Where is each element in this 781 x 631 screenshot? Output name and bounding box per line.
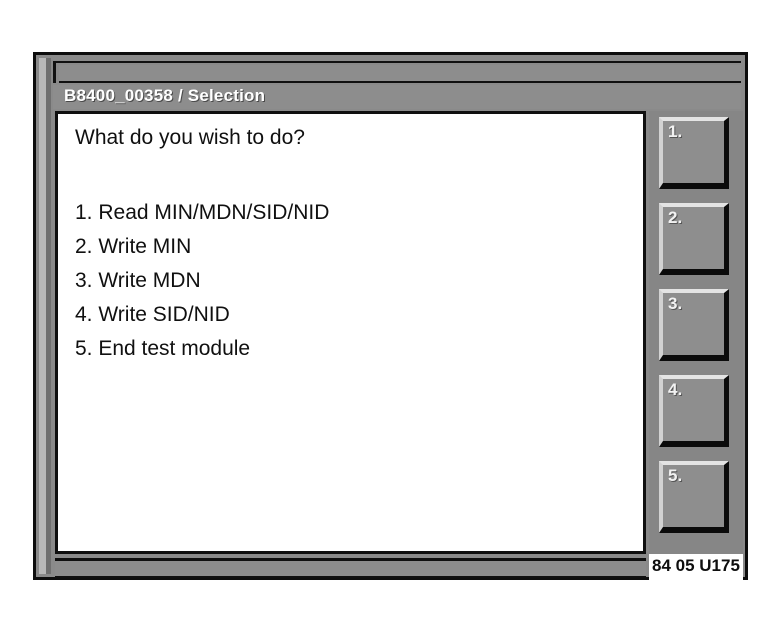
softkey-label-4: 4. (668, 380, 683, 399)
softkey-button-1[interactable]: 1. (659, 117, 729, 189)
status-code-text: 84 05 U175 (652, 556, 740, 575)
status-code-box: 84 05 U175 (649, 554, 743, 580)
softkey-label-1: 1. (668, 122, 683, 141)
frame-top-strip (53, 61, 741, 83)
menu-item-read-min-mdn-sid-nid[interactable]: 1. Read MIN/MDN/SID/NID (75, 201, 330, 224)
prompt-text: What do you wish to do? (75, 126, 305, 149)
diagnostic-device-frame: B8400_00358 / Selection What do you wish… (33, 52, 748, 580)
frame-top-strip-fill (59, 65, 741, 83)
selection-menu-list: 1. Read MIN/MDN/SID/NID 2. Write MIN 3. … (75, 196, 637, 366)
softkey-button-5[interactable]: 5. (659, 461, 729, 533)
bottom-status-strip (55, 558, 646, 578)
menu-item-write-min[interactable]: 2. Write MIN (75, 235, 192, 258)
page-title: B8400_00358 / Selection (64, 86, 266, 105)
softkey-label-5: 5. (668, 466, 683, 485)
menu-item-write-sid-nid[interactable]: 4. Write SID/NID (75, 303, 230, 326)
softkey-panel: 1. 2. 3. 4. 5. (649, 111, 743, 554)
content-panel: What do you wish to do? 1. Read MIN/MDN/… (55, 111, 646, 554)
softkey-label-2: 2. (668, 208, 683, 227)
softkey-button-3[interactable]: 3. (659, 289, 729, 361)
title-bar: B8400_00358 / Selection (53, 85, 741, 109)
softkey-button-4[interactable]: 4. (659, 375, 729, 447)
menu-item-write-mdn[interactable]: 3. Write MDN (75, 269, 201, 292)
frame-left-rail-inner (46, 58, 51, 574)
frame-left-rail-outer (39, 58, 46, 574)
menu-item-end-test-module[interactable]: 5. End test module (75, 337, 251, 360)
softkey-label-3: 3. (668, 294, 683, 313)
softkey-button-2[interactable]: 2. (659, 203, 729, 275)
